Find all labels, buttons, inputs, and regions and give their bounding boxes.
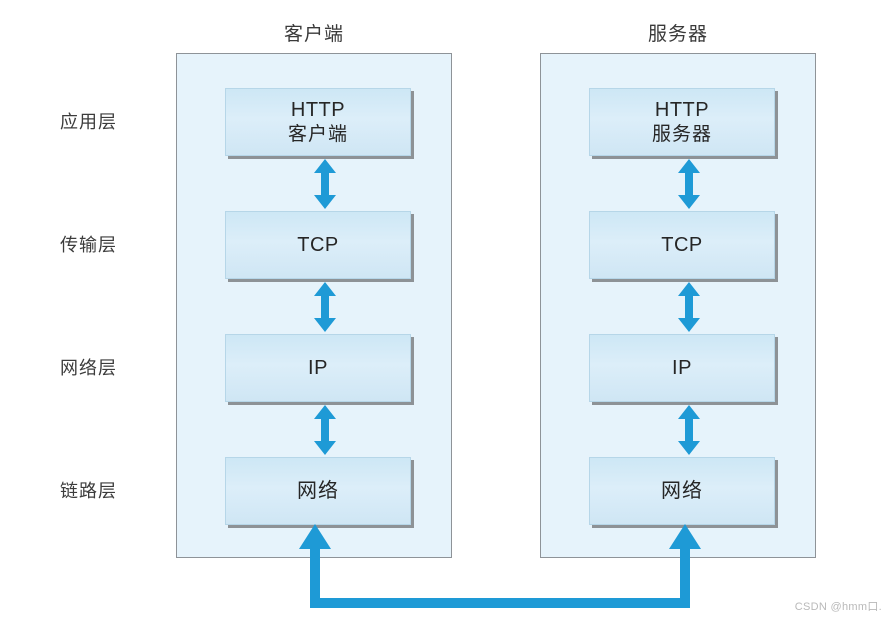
double-arrow-icon [314, 159, 336, 209]
double-arrow-icon [314, 405, 336, 455]
box-ip-server[interactable]: IP [589, 334, 775, 402]
box-network-server[interactable]: 网络 [589, 457, 775, 525]
box-label-line1: 网络 [297, 479, 339, 502]
box-label-line1: HTTP [654, 99, 710, 122]
layer-label-transport: 传输层 [60, 235, 117, 255]
box-label-line1: TCP [297, 233, 339, 256]
watermark: CSDN @hmm口. [794, 601, 882, 613]
column-title-server: 服务器 [647, 24, 708, 45]
double-arrow-icon [678, 159, 700, 209]
box-label-line1: HTTP [290, 99, 346, 122]
double-arrow-icon [678, 405, 700, 455]
box-label-line2: 客户端 [287, 123, 348, 145]
box-tcp-server[interactable]: TCP [589, 211, 775, 279]
box-label-line2: 服务器 [651, 123, 712, 145]
box-label-line1: 网络 [661, 479, 703, 502]
box-label-line1: IP [672, 356, 692, 379]
panel-client: HTTP 客户端 TCP IP 网络 [176, 53, 452, 558]
double-arrow-icon [678, 282, 700, 332]
box-ip-client[interactable]: IP [225, 334, 411, 402]
column-title-client: 客户端 [283, 24, 344, 45]
box-tcp-client[interactable]: TCP [225, 211, 411, 279]
box-network-client[interactable]: 网络 [225, 457, 411, 525]
double-arrow-icon [314, 282, 336, 332]
panel-server: HTTP 服务器 TCP IP 网络 [540, 53, 816, 558]
box-http-server[interactable]: HTTP 服务器 [589, 88, 775, 156]
box-http-client[interactable]: HTTP 客户端 [225, 88, 411, 156]
layer-label-application: 应用层 [60, 112, 117, 132]
box-label-line1: TCP [661, 233, 703, 256]
layer-label-link: 链路层 [60, 481, 117, 501]
layer-label-network: 网络层 [60, 358, 117, 378]
box-label-line1: IP [308, 356, 328, 379]
